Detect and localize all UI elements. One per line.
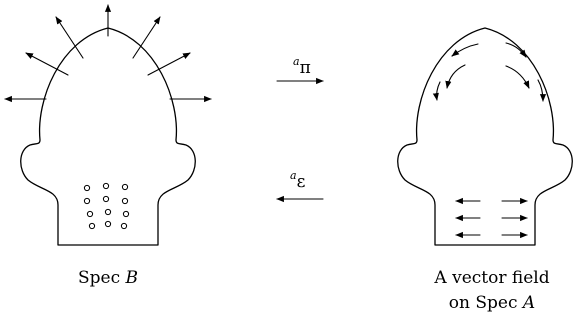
left-head-label: Spec B <box>78 268 138 288</box>
curve-arrow-low-left <box>432 81 441 101</box>
right-label-line2-text: on Spec <box>449 293 518 313</box>
arrow-up-right-1 <box>132 16 161 59</box>
curve-arrow-top-left <box>451 43 479 57</box>
arrow-up-right-2 <box>147 52 191 76</box>
left-head: Spec B <box>4 4 212 288</box>
left-label-text: Spec <box>78 268 120 288</box>
right-label-line2-var: A <box>521 293 535 313</box>
curve-arrow-mid-left <box>445 64 466 89</box>
curve-arrow-top-right <box>505 42 527 58</box>
map-backward-superscript: a <box>290 169 297 182</box>
right-head: A vector field on Spec A <box>397 27 573 313</box>
left-radial-arrows <box>4 4 212 103</box>
map-forward-label: aπ <box>293 55 311 78</box>
right-head-outline <box>397 27 573 246</box>
left-points <box>83 182 130 230</box>
arrow-up-left-2 <box>25 52 69 76</box>
map-forward-symbol: π <box>300 58 311 78</box>
map-backward-symbol: ε <box>297 172 306 192</box>
right-head-label-line2: on Spec A <box>449 293 535 313</box>
curve-arrow-low-right <box>537 79 547 102</box>
right-neck-arrows <box>455 197 528 239</box>
maps: aπ aε <box>276 55 324 203</box>
right-head-label-line1: A vector field <box>433 268 549 288</box>
arrow-up-left-1 <box>55 16 84 59</box>
left-label-var: B <box>125 268 139 288</box>
right-curved-arrows <box>432 42 547 102</box>
map-backward-label: aε <box>290 169 306 192</box>
curve-arrow-mid-right <box>505 65 530 89</box>
map-forward-superscript: a <box>293 55 300 68</box>
